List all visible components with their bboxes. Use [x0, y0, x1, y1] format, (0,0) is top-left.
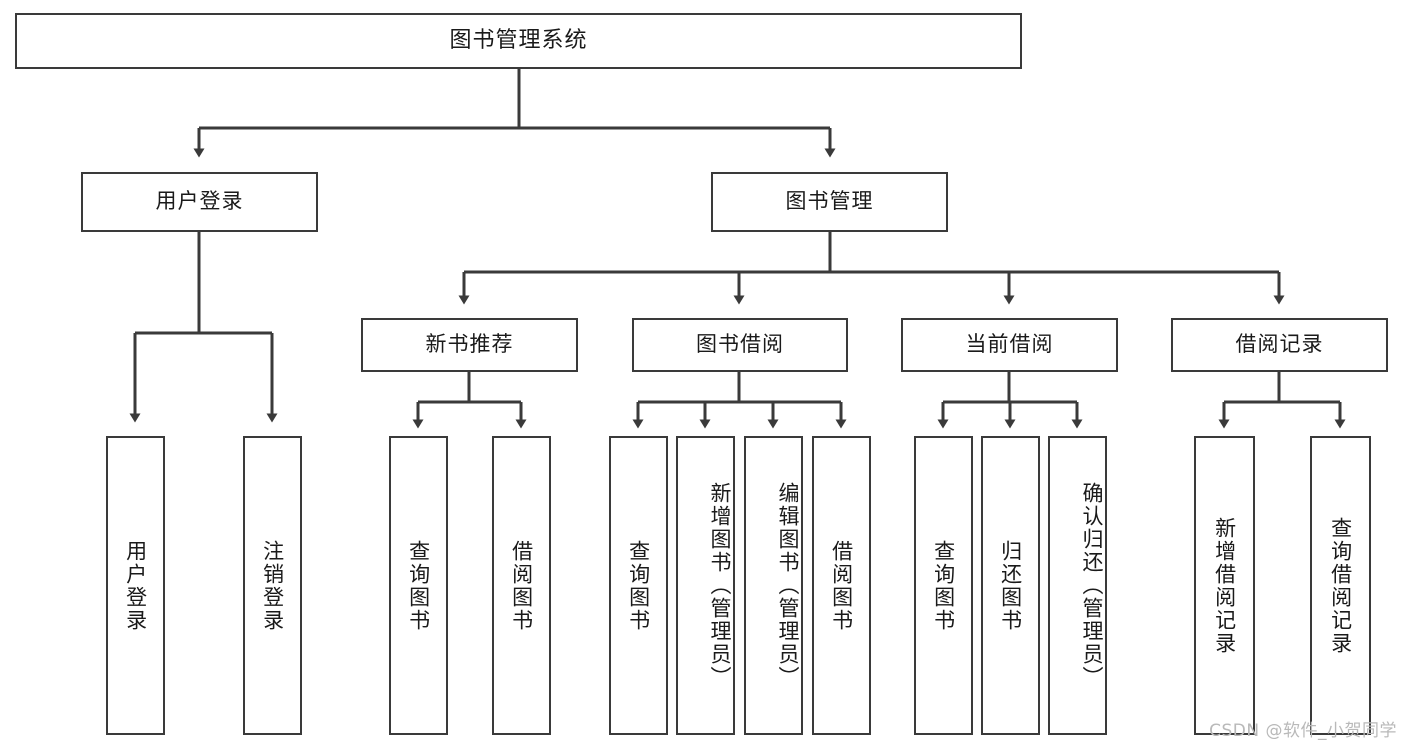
- leaf-query-book-borrow[interactable]: 查询图书: [609, 436, 668, 735]
- leaf-add-borrow-record[interactable]: 新增借阅记录: [1194, 436, 1255, 735]
- node-label: 用户登录: [123, 539, 148, 632]
- node-label: 图书管理系统: [449, 27, 588, 53]
- leaf-return-book[interactable]: 归还图书: [981, 436, 1040, 735]
- leaf-logout-login[interactable]: 注销登录: [243, 436, 302, 735]
- node-label: 新增借阅记录: [1212, 516, 1237, 655]
- leaf-query-book-current[interactable]: 查询图书: [914, 436, 973, 735]
- node-current-borrow[interactable]: 当前借阅: [901, 318, 1118, 372]
- node-label: 查询图书: [626, 539, 651, 632]
- node-book-borrow[interactable]: 图书借阅: [632, 318, 848, 372]
- leaf-confirm-return-admin[interactable]: 确认归还（管理员）: [1048, 436, 1107, 735]
- node-book-management[interactable]: 图书管理: [711, 172, 948, 232]
- watermark-text: CSDN @软件_小贺同学: [1209, 721, 1397, 741]
- node-label: 确认归还（管理员）: [1080, 482, 1104, 689]
- node-label: 查询图书: [931, 539, 956, 632]
- node-root-book-management-system[interactable]: 图书管理系统: [15, 13, 1022, 69]
- node-user-login[interactable]: 用户登录: [81, 172, 318, 232]
- node-label: 当前借阅: [965, 332, 1054, 357]
- leaf-user-login[interactable]: 用户登录: [106, 436, 165, 735]
- leaf-borrow-book-newbook[interactable]: 借阅图书: [492, 436, 551, 735]
- leaf-edit-book-admin[interactable]: 编辑图书（管理员）: [744, 436, 803, 735]
- node-label: 新书推荐: [425, 332, 514, 357]
- node-label: 查询借阅记录: [1328, 516, 1353, 655]
- node-label: 借阅图书: [829, 539, 854, 632]
- node-label: 新增图书（管理员）: [708, 482, 732, 689]
- leaf-query-borrow-record[interactable]: 查询借阅记录: [1310, 436, 1371, 735]
- node-label: 归还图书: [998, 539, 1023, 632]
- leaf-borrow-book[interactable]: 借阅图书: [812, 436, 871, 735]
- leaf-query-book-newbook[interactable]: 查询图书: [389, 436, 448, 735]
- node-label: 图书管理: [785, 189, 874, 214]
- node-label: 借阅记录: [1235, 332, 1324, 357]
- node-label: 查询图书: [406, 539, 431, 632]
- node-new-book-recommend[interactable]: 新书推荐: [361, 318, 578, 372]
- node-label: 注销登录: [260, 539, 285, 632]
- node-label: 编辑图书（管理员）: [776, 482, 800, 689]
- leaf-add-book-admin[interactable]: 新增图书（管理员）: [676, 436, 735, 735]
- node-label: 借阅图书: [509, 539, 534, 632]
- node-label: 图书借阅: [696, 332, 784, 357]
- node-label: 用户登录: [155, 189, 244, 214]
- node-borrow-record[interactable]: 借阅记录: [1171, 318, 1388, 372]
